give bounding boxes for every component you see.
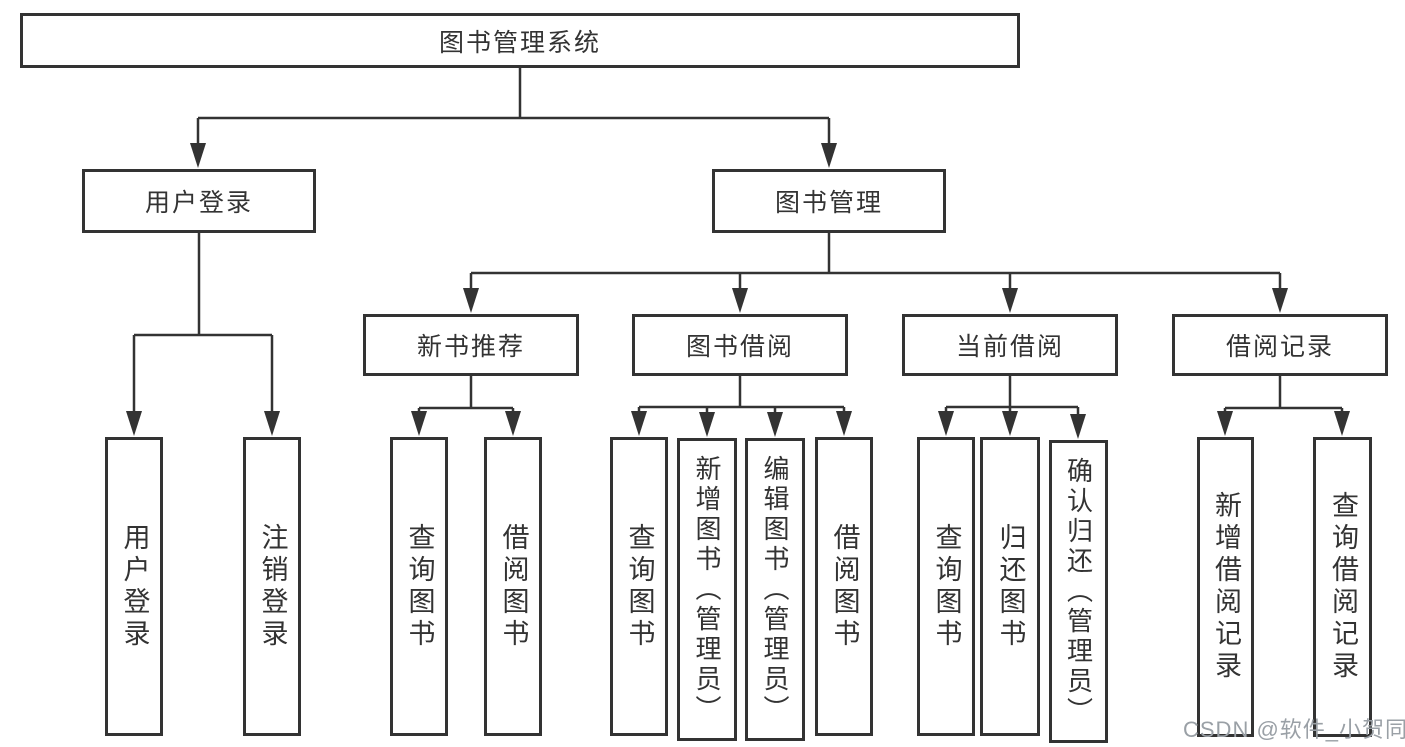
node-user-login-label: 用户登录 — [144, 189, 253, 217]
leaf-current-query-books-label: 查询图书 — [931, 522, 962, 651]
node-current-borrowing-label: 当前借阅 — [955, 333, 1064, 361]
leaf-borrow-query-books-label: 查询图书 — [624, 522, 655, 651]
node-user-login: 用户登录 — [82, 169, 316, 233]
leaf-add-books-admin-label: 新增图书（管理员） — [692, 454, 722, 725]
leaf-return-books: 归还图书 — [980, 437, 1040, 736]
leaf-logout-label: 注销登录 — [257, 522, 288, 651]
leaf-newrec-borrow-books: 借阅图书 — [484, 437, 542, 736]
leaf-query-borrow-record: 查询借阅记录 — [1313, 437, 1372, 737]
leaf-logout: 注销登录 — [243, 437, 301, 736]
leaf-confirm-return-admin: 确认归还（管理员） — [1049, 440, 1108, 743]
node-borrowing-records-label: 借阅记录 — [1225, 333, 1334, 361]
leaf-add-borrow-record: 新增借阅记录 — [1197, 437, 1254, 737]
leaf-add-borrow-record-label: 新增借阅记录 — [1211, 491, 1241, 683]
leaf-newrec-query-books: 查询图书 — [390, 437, 448, 736]
node-root: 图书管理系统 — [20, 13, 1020, 68]
csdn-watermark: CSDN @软件_小贺同学 — [1183, 717, 1405, 742]
connector-stems — [132, 68, 1344, 422]
leaf-borrow-query-books: 查询图书 — [610, 437, 668, 736]
node-book-borrowing-label: 图书借阅 — [685, 333, 794, 361]
leaf-edit-books-admin-label: 编辑图书（管理员） — [760, 454, 790, 725]
leaf-newrec-query-books-label: 查询图书 — [404, 522, 435, 651]
leaf-return-books-label: 归还图书 — [995, 522, 1026, 651]
leaf-borrow-borrow-books-label: 借阅图书 — [829, 522, 860, 651]
leaf-add-books-admin: 新增图书（管理员） — [677, 438, 737, 741]
node-new-book-recommend-label: 新书推荐 — [416, 333, 525, 361]
leaf-current-query-books: 查询图书 — [917, 437, 975, 736]
leaf-borrow-borrow-books: 借阅图书 — [815, 437, 873, 736]
node-book-management-label: 图书管理 — [774, 189, 883, 217]
node-new-book-recommend: 新书推荐 — [363, 314, 579, 376]
leaf-newrec-borrow-books-label: 借阅图书 — [498, 522, 529, 651]
leaf-user-login-label: 用户登录 — [119, 522, 150, 651]
arrowheads — [126, 143, 1350, 439]
leaf-confirm-return-admin-label: 确认归还（管理员） — [1063, 456, 1094, 727]
node-root-label: 图书管理系统 — [438, 28, 601, 57]
node-borrowing-records: 借阅记录 — [1172, 314, 1388, 376]
node-current-borrowing: 当前借阅 — [902, 314, 1118, 376]
node-book-management: 图书管理 — [712, 169, 946, 233]
leaf-edit-books-admin: 编辑图书（管理员） — [745, 438, 805, 741]
leaf-query-borrow-record-label: 查询借阅记录 — [1328, 491, 1358, 683]
leaf-user-login: 用户登录 — [105, 437, 163, 736]
node-book-borrowing: 图书借阅 — [632, 314, 848, 376]
